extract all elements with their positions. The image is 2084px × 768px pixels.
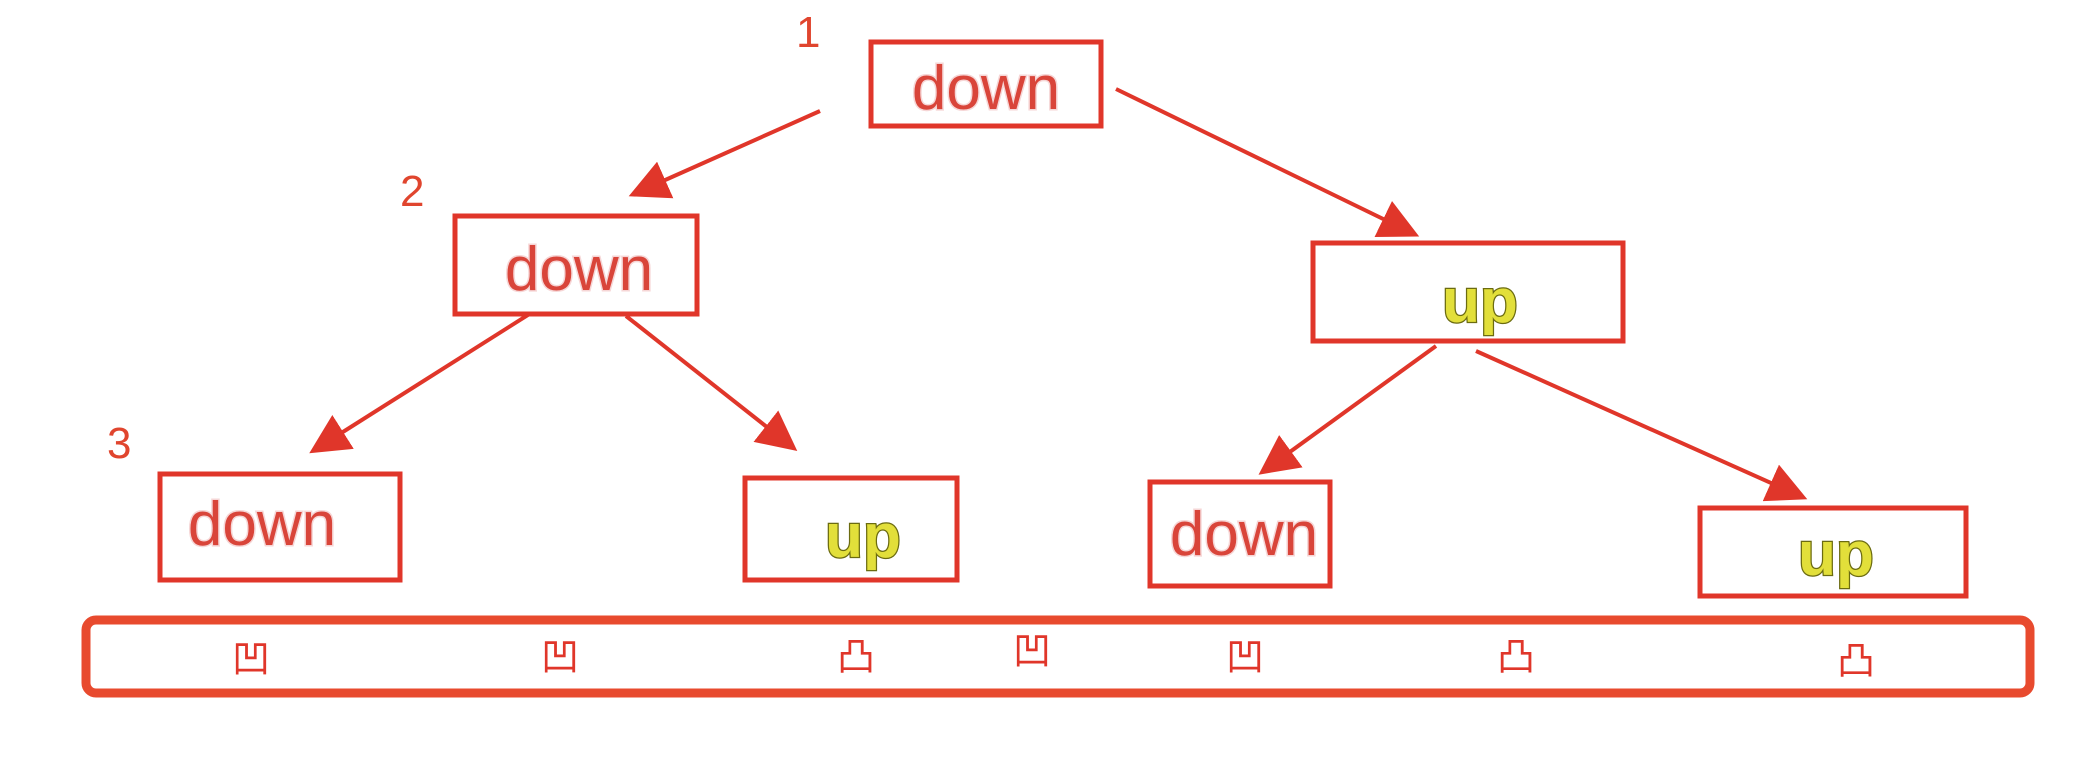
fold-mark-4: 凹 xyxy=(1013,629,1051,673)
fold-mark-2: 凹 xyxy=(541,635,579,679)
fold-mark-1: 凹 xyxy=(232,637,270,681)
edge-root-to-right xyxy=(1115,87,1420,237)
node-root: down xyxy=(868,39,1104,129)
node-level2-left: down xyxy=(452,213,700,317)
node-level3-4-label: up xyxy=(1798,520,1874,589)
node-level3-2-label: up xyxy=(825,502,901,571)
edge-root-to-left xyxy=(628,109,821,199)
fold-mark-5: 凹 xyxy=(1226,635,1264,679)
node-root-label: down xyxy=(912,54,1060,123)
node-level3-1: down xyxy=(157,471,403,583)
node-level3-3: down xyxy=(1147,479,1333,589)
level-number-1: 1 xyxy=(796,8,820,57)
fold-sequence-band xyxy=(81,615,2035,698)
edge-left-to-l3-2 xyxy=(624,314,798,451)
fold-mark-3: 凸 xyxy=(837,635,875,679)
node-level2-right-label: up xyxy=(1442,267,1518,336)
node-level3-2: up xyxy=(742,475,960,583)
node-level2-left-label: down xyxy=(505,235,653,304)
level-number-2: 2 xyxy=(400,167,424,216)
edge-right-to-l3-4 xyxy=(1475,349,1808,502)
edge-left-to-l3-1 xyxy=(309,299,552,454)
node-level3-1-label: down xyxy=(188,490,336,559)
node-level3-4: up xyxy=(1697,505,1969,599)
node-level3-3-label: down xyxy=(1170,500,1318,569)
fold-mark-7: 凸 xyxy=(1837,639,1875,683)
edge-right-to-l3-3 xyxy=(1258,344,1438,475)
level-number-3: 3 xyxy=(107,419,131,468)
node-level2-right: up xyxy=(1310,240,1626,344)
fold-mark-6: 凸 xyxy=(1497,635,1535,679)
